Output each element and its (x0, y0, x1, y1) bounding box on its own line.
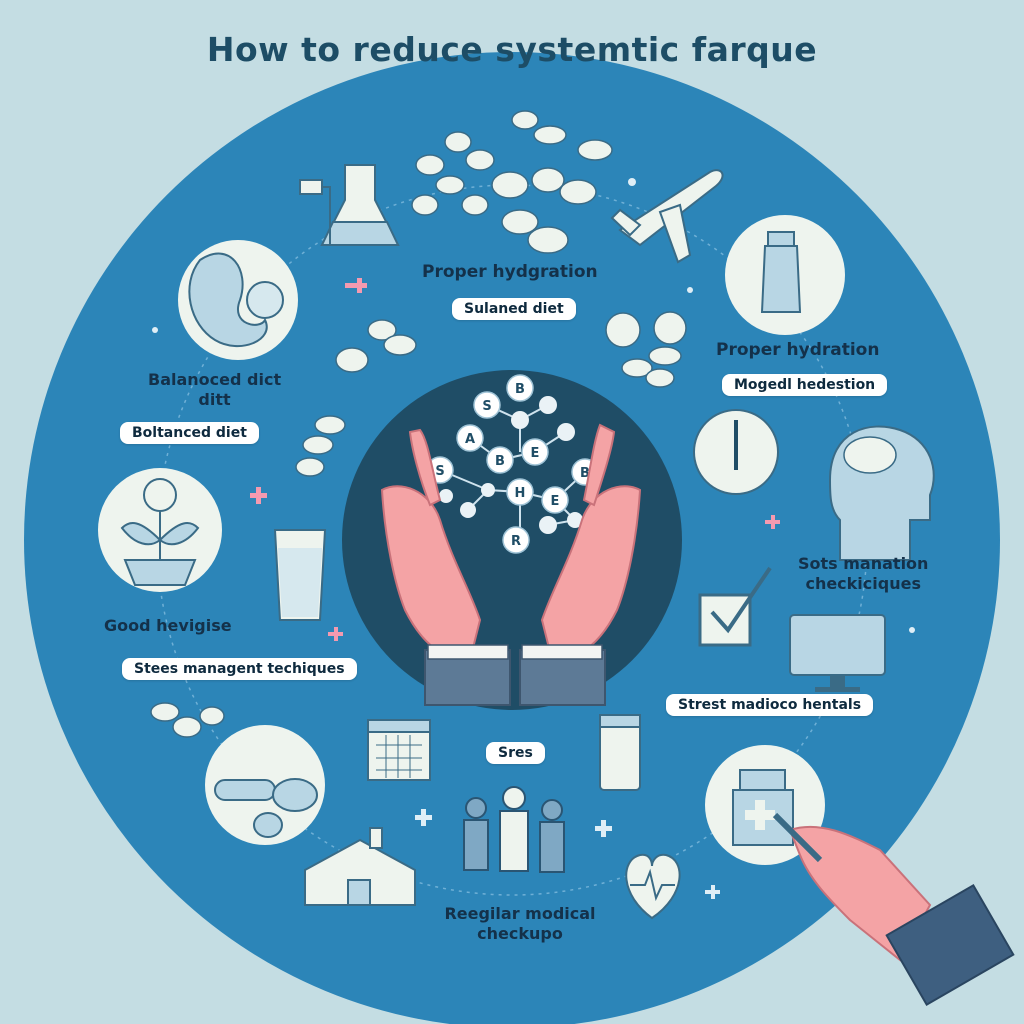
label-regular-checkups: Reegilar modical checkupo (410, 904, 630, 944)
label-good-hygiene: Good hevigise (104, 616, 232, 635)
airplane-icon (610, 169, 724, 264)
calendar-icon (367, 719, 431, 781)
capsules-icon (205, 725, 325, 845)
heart-pulse-icon (625, 853, 681, 920)
label-proper-hydration-right: Proper hydration (716, 340, 880, 360)
house-icon (304, 827, 416, 906)
pill-balanced-diet-left: Boltanced diet (120, 422, 259, 444)
molecule-node (502, 526, 530, 554)
pill-mogedl: Mogedl hedestion (722, 374, 888, 396)
molecule-letter: H (515, 486, 526, 501)
test-tube-icon (599, 714, 641, 791)
molecule-letter: B (495, 454, 505, 469)
plant-bowl-icon (98, 468, 222, 592)
hands-icon (380, 423, 642, 706)
brain-head-icon (828, 425, 935, 561)
label-proper-hydration-top: Proper hydgration (422, 262, 598, 282)
label-balanced-diet-left: Balanoced dict ditt (148, 370, 281, 410)
pill-stress-management: Stees managent techiques (122, 658, 357, 680)
molecule-node (506, 374, 534, 402)
bottle-icon (725, 215, 845, 335)
page-title: How to reduce systemtic farque (206, 30, 818, 69)
monitor-icon (789, 614, 886, 692)
checkbox-icon (698, 566, 772, 647)
molecule-node (456, 424, 484, 452)
sparkles (250, 278, 780, 641)
people-icon (463, 786, 565, 873)
label-balanced-diet-line2: ditt (198, 390, 231, 409)
stomach-icon (178, 240, 298, 360)
pills-small-icon (150, 702, 225, 738)
compass-pills-icon (605, 311, 687, 388)
molecule-node (521, 438, 549, 466)
molecule-node (506, 478, 534, 506)
molecule-letter: B (515, 382, 525, 397)
molecule-letter-nodes: S B A S B E B H E R (426, 374, 599, 554)
water-glass-icon (273, 529, 327, 621)
molecule-node (541, 486, 569, 514)
pill-sres: Sres (486, 742, 545, 764)
writing-hand-icon (772, 812, 1015, 1007)
clock-icon (693, 409, 779, 495)
molecule-node (473, 391, 501, 419)
flask-icon (299, 164, 400, 246)
label-sots-line2: checkiciques (805, 574, 921, 593)
molecule-letter: E (531, 446, 540, 461)
molecule-node (486, 446, 514, 474)
pill-balanced-diet-top: Sulaned diet (452, 298, 576, 320)
label-regular-line1: Reegilar modical (444, 904, 596, 923)
molecule-letter: S (435, 464, 444, 479)
pills-icon (411, 110, 613, 254)
pill-street: Strest madioco hentals (666, 694, 874, 716)
molecule-letter: B (580, 466, 590, 481)
label-balanced-diet-line1: Balanoced dict (148, 370, 282, 389)
label-sots: Sots manation checkiciques (798, 554, 928, 594)
molecule-letter: E (551, 494, 560, 509)
capsules-left-icon (295, 319, 417, 477)
label-sots-line1: Sots manation (798, 554, 929, 573)
label-regular-line2: checkupo (477, 924, 563, 943)
molecule-letter: S (482, 399, 491, 414)
molecule-letter: R (511, 534, 521, 549)
molecule-letter: A (465, 432, 475, 447)
